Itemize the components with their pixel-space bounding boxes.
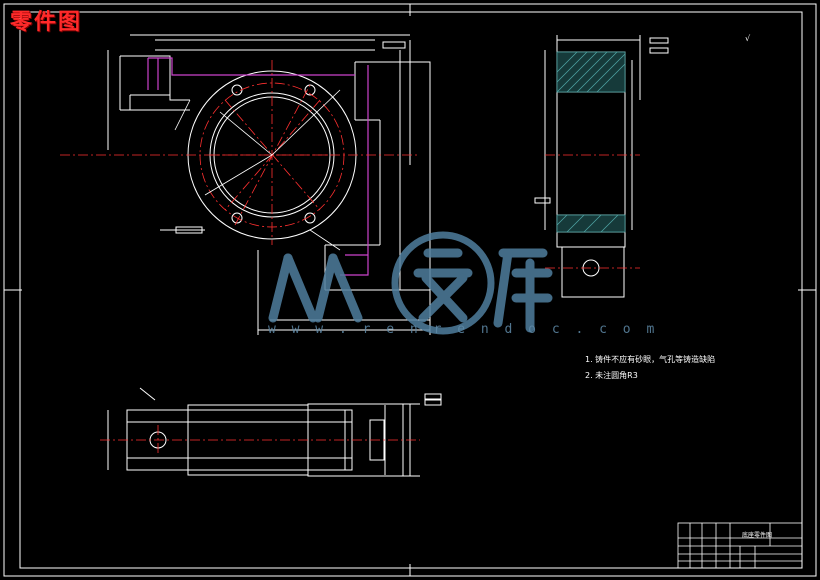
drawing-title: 零件图 xyxy=(10,10,83,35)
title-block-part-name: 底座零件图 xyxy=(742,532,773,539)
watermark-url: w w w . r e n r e n d o c . c o m xyxy=(268,322,659,337)
edge-ticks xyxy=(4,4,816,576)
title-block xyxy=(677,522,803,569)
note-1: 1. 铸件不应有砂眼，气孔等铸造缺陷 xyxy=(585,355,716,364)
watermark-logo xyxy=(268,231,553,335)
front-hidden-lines xyxy=(147,57,369,276)
side-hatch xyxy=(556,51,626,233)
roughness-icon: √ xyxy=(745,34,751,43)
front-leaders xyxy=(174,89,341,251)
front-center-lines xyxy=(60,60,420,245)
top-center-lines xyxy=(100,425,420,455)
side-center-lines xyxy=(545,154,640,269)
front-view xyxy=(107,34,431,335)
note-2: 2. 未注圆角R3 xyxy=(585,371,638,380)
technical-notes: 1. 铸件不应有砂眼，气孔等铸造缺陷 2. 未注圆角R3 xyxy=(585,352,715,384)
